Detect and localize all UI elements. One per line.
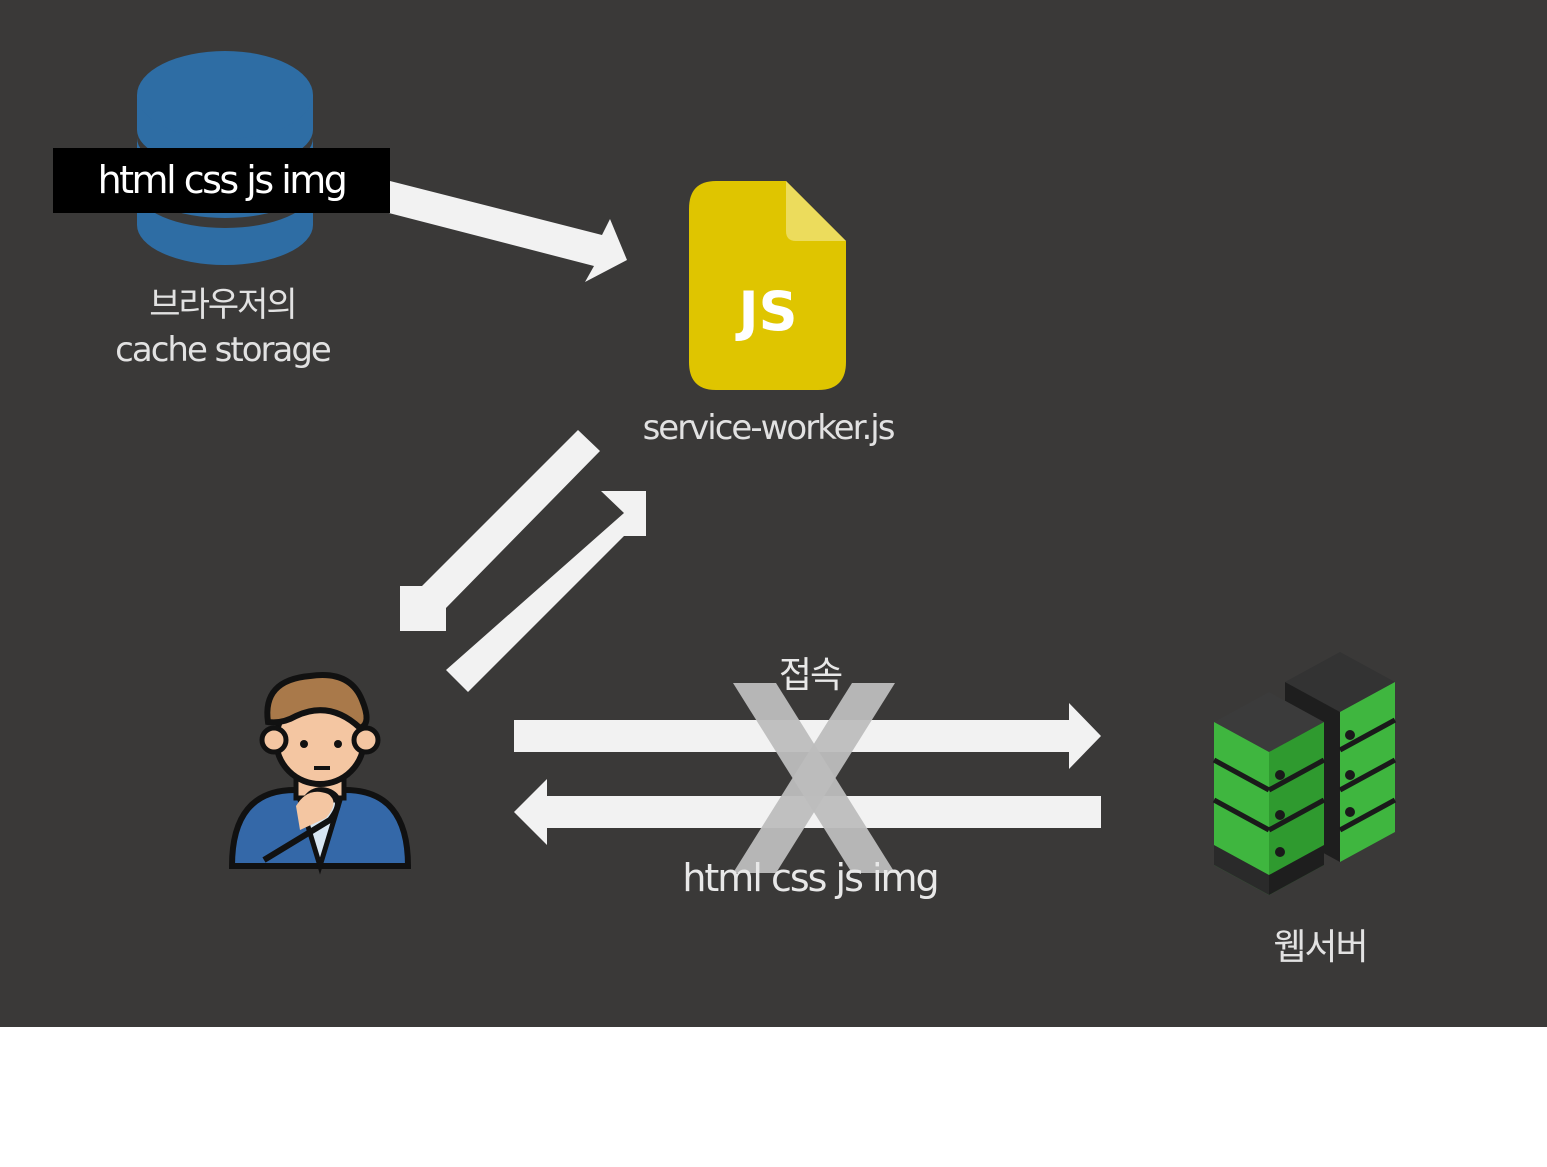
- user-thinking-icon: [228, 672, 412, 875]
- cache-contents-label: html css js img: [53, 148, 390, 213]
- cache-label-line2: cache storage: [115, 330, 332, 370]
- arrow-cache-to-sw: [385, 181, 627, 282]
- cache-label-line1: 브라우저의: [149, 285, 297, 325]
- arrow-user-to-sw: [446, 491, 646, 692]
- diagram-canvas: html css js img 브라우저의 cache storage JS s…: [0, 0, 1547, 1027]
- arrow-sw-to-user: [400, 430, 600, 631]
- service-worker-label: service-worker.js: [642, 408, 896, 448]
- blocked-x-mark: [733, 683, 895, 873]
- js-file-icon: [689, 181, 846, 390]
- cache-storage-label: 브라우저의 cache storage: [80, 283, 365, 373]
- js-icon-text: JS: [738, 280, 798, 343]
- diagram-graphics: [137, 51, 1397, 895]
- connect-label: 접속: [778, 655, 843, 696]
- server-files-label: html css js img: [682, 856, 939, 900]
- web-server-label: 웹서버: [1273, 927, 1368, 968]
- server-rack-icon: [1212, 652, 1397, 895]
